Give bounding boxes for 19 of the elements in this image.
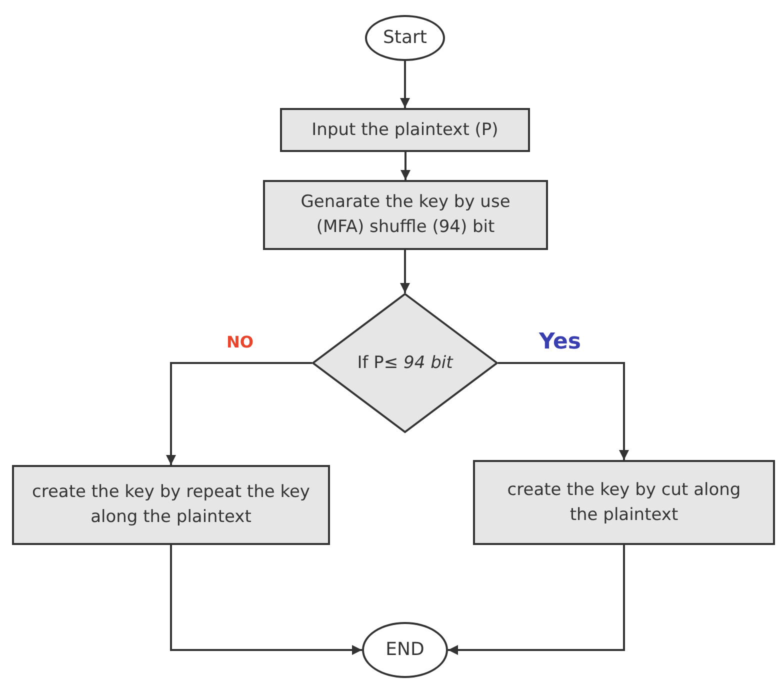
node-text: Genarate the key by use (MFA) shuffle (94) bit	[300, 191, 512, 239]
decision-diamond	[312, 293, 498, 433]
arrow	[400, 152, 410, 180]
process-box	[280, 108, 530, 152]
arrow	[166, 362, 312, 465]
arrow	[498, 362, 629, 460]
node-text: If P≤ 94 bit	[357, 352, 453, 375]
node-text: Start	[383, 26, 427, 50]
process-box	[473, 460, 775, 545]
process-box	[263, 180, 548, 250]
node-text: Input the plaintext (P)	[312, 118, 498, 142]
node-text: create the key by cut along the plaintext	[506, 478, 742, 526]
arrow	[400, 250, 410, 293]
process-box	[12, 465, 330, 545]
arrow	[170, 545, 362, 655]
node-text: create the key by repeat the key along the plaintext	[31, 481, 311, 529]
arrow	[448, 545, 625, 655]
node-text: END	[386, 638, 424, 662]
arrow	[400, 61, 410, 108]
